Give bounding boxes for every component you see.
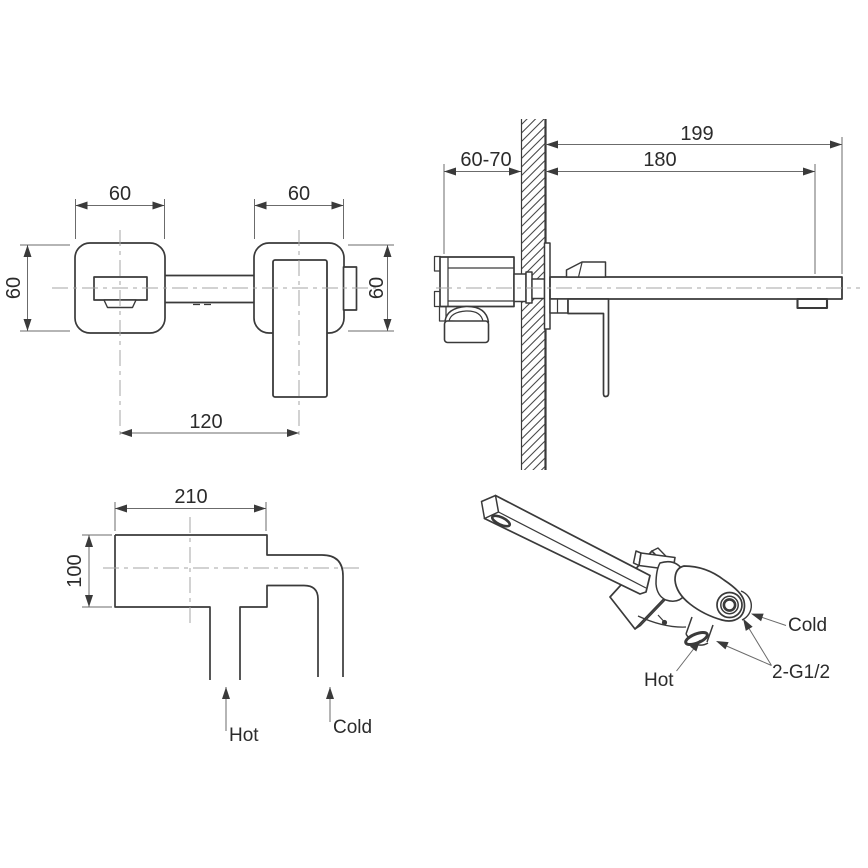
plan-outline-left bbox=[114, 535, 211, 680]
dim-front-spacing: 120 bbox=[189, 411, 222, 433]
front-dimensions: 60 60 60 60 120 bbox=[3, 183, 394, 437]
plan-centerlines bbox=[103, 517, 363, 624]
iso-spout-endcap bbox=[480, 494, 500, 520]
cold-port-boss bbox=[740, 590, 753, 621]
plan-outline-inner bbox=[239, 584, 319, 680]
side-dimensions: 199 180 60-70 bbox=[443, 123, 843, 274]
cold-port-thread bbox=[722, 598, 737, 612]
dim-front-width-right: 60 bbox=[288, 183, 310, 205]
iso-hot-label: Hot bbox=[644, 670, 674, 691]
iso-body-line bbox=[637, 615, 687, 628]
dim-front-width-left: 60 bbox=[109, 183, 131, 205]
plan-outline-top bbox=[115, 534, 344, 677]
dim-front-height-left: 60 bbox=[3, 277, 25, 299]
valve-body-details bbox=[447, 257, 514, 307]
dim-front-height-right: 60 bbox=[366, 277, 388, 299]
plan-cold-label: Cold bbox=[333, 717, 372, 738]
inlet-elbow-block bbox=[443, 320, 490, 344]
iso-spout-opening bbox=[490, 514, 512, 528]
handle-side bbox=[567, 298, 610, 398]
front-view: 60 60 60 60 120 bbox=[3, 183, 394, 438]
cold-port-mid bbox=[720, 595, 739, 615]
iso-cold-label: Cold bbox=[788, 615, 827, 636]
side-view: 199 180 60-70 bbox=[433, 119, 860, 470]
dim-side-wall-depth: 60-70 bbox=[460, 149, 511, 171]
inlet-elbow-dome bbox=[444, 305, 490, 323]
cartridge-cover-line bbox=[577, 262, 583, 278]
iso-spout-edge bbox=[498, 511, 647, 589]
valve-body bbox=[439, 256, 515, 308]
iso-spout bbox=[483, 494, 651, 595]
cartridge-cover bbox=[565, 261, 607, 278]
handle-base-side bbox=[549, 298, 569, 314]
dim-side-total-reach: 199 bbox=[680, 123, 713, 145]
aerator-outlet bbox=[796, 297, 829, 310]
dim-side-spout-reach: 180 bbox=[643, 149, 676, 171]
plan-view: 210 100 Hot Cold bbox=[64, 486, 372, 746]
dim-plan-length: 210 bbox=[174, 486, 207, 508]
iso-view: Cold Hot 2-G1/2 bbox=[480, 494, 830, 691]
spout-bar bbox=[165, 274, 254, 304]
dim-plan-depth: 100 bbox=[64, 554, 86, 587]
plan-hot-label: Hot bbox=[229, 725, 259, 746]
plan-dimensions: 210 100 Hot Cold bbox=[64, 486, 372, 746]
front-centerlines bbox=[52, 230, 376, 438]
through-wall-tube bbox=[531, 278, 546, 300]
handle-lever bbox=[272, 259, 328, 398]
inlet-elbow-inner bbox=[448, 310, 484, 322]
iso-screw-line bbox=[657, 614, 664, 622]
iso-labels: Cold Hot 2-G1/2 bbox=[644, 613, 830, 691]
iso-thread-label: 2-G1/2 bbox=[772, 662, 830, 683]
